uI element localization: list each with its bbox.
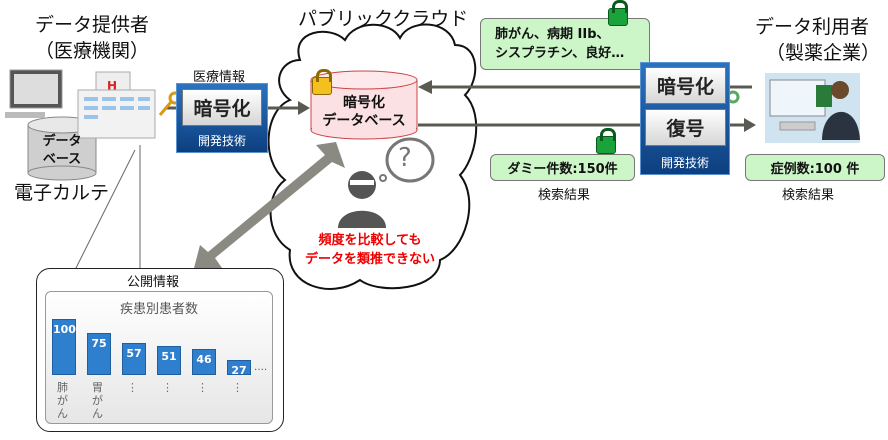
cloud-title: パブリッククラウド: [298, 8, 469, 30]
encrypt-button[interactable]: 暗号化: [645, 67, 726, 104]
right-encryption-module: 暗号化 復号 開発技術: [640, 62, 730, 175]
bar-value-label: 27: [231, 363, 247, 377]
left-encryption-module: 暗号化 開発技術: [176, 83, 268, 153]
chart-bar: 100: [52, 319, 76, 375]
bar-value-label: 57: [126, 347, 142, 361]
user-subtitle: （製薬企業）: [766, 42, 881, 64]
chart-panel: 疾患別患者数 100 肺がん 75 胃がん 57 ⋮ 51 ⋮ 46 ⋮ 27 ⋮ ….: [45, 291, 273, 424]
category-label: 肺がん: [57, 381, 68, 420]
bar-value-label: 51: [161, 350, 177, 364]
user-title: データ利用者: [755, 16, 870, 38]
lock-icon: [596, 128, 616, 154]
case-count-scroll: 症例数:100 件: [745, 154, 885, 181]
attacker-icon: [338, 137, 435, 228]
chart-title: 疾患別患者数: [119, 302, 198, 317]
encrypted-db-label: 暗号化データベース: [322, 95, 406, 129]
dummy-count-scroll: ダミー件数:150件: [490, 154, 635, 181]
category-label: 胃がん: [92, 381, 103, 420]
bar-value-label: 75: [91, 337, 107, 350]
search-result-label: 検索結果: [782, 188, 835, 203]
warning-text: 頻度を比較してもデータを類推できない: [304, 233, 435, 267]
dev-tech-label: 開発技術: [660, 156, 709, 170]
question-icon: ?: [398, 143, 412, 173]
bar-value-label: 100: [53, 323, 76, 336]
encrypt-button[interactable]: 暗号化: [182, 89, 262, 126]
provider-title: データ提供者: [35, 14, 150, 36]
category-label: ⋮: [162, 381, 173, 394]
category-label: ⋮: [127, 381, 138, 394]
chart-bar: 57: [122, 343, 146, 375]
inference-arrow: [193, 142, 345, 272]
callout-line: [74, 149, 136, 271]
ehr-label: 電子カルテ: [14, 182, 110, 204]
chart-bar: 51: [157, 346, 181, 375]
medical-info-label: 医療情報: [193, 70, 246, 85]
encrypted-record-scroll: 肺がん、病期 IIb、シスプラチン、良好…: [480, 18, 650, 70]
chart-bar: 75: [87, 333, 111, 375]
public-info-title: 公開情報: [127, 275, 180, 290]
chart-bar: 46: [192, 349, 216, 375]
bar-value-label: 46: [196, 353, 212, 367]
chart-bar: 27: [227, 359, 251, 377]
hospital-icon: H: [77, 71, 156, 139]
analyst-icon: [765, 73, 860, 143]
decrypt-button[interactable]: 復号: [645, 109, 726, 146]
provider-subtitle: （医療機関）: [35, 40, 150, 62]
category-label: ⋮: [197, 381, 208, 394]
svg-text:H: H: [107, 79, 117, 93]
category-label: ⋮: [232, 381, 243, 394]
database-label: データベース: [42, 134, 82, 167]
lock-icon: [608, 0, 628, 26]
search-result-label: 検索結果: [538, 188, 591, 203]
chart-ellipsis: ….: [254, 362, 268, 373]
lock-icon: [312, 69, 332, 95]
dev-tech-label: 開発技術: [197, 134, 246, 148]
public-info-callout: 公開情報 疾患別患者数 100 肺がん 75 胃がん 57 ⋮ 51 ⋮ 46 ⋮ 27 ⋮ ….: [36, 268, 284, 432]
computer-icon: [5, 69, 63, 118]
